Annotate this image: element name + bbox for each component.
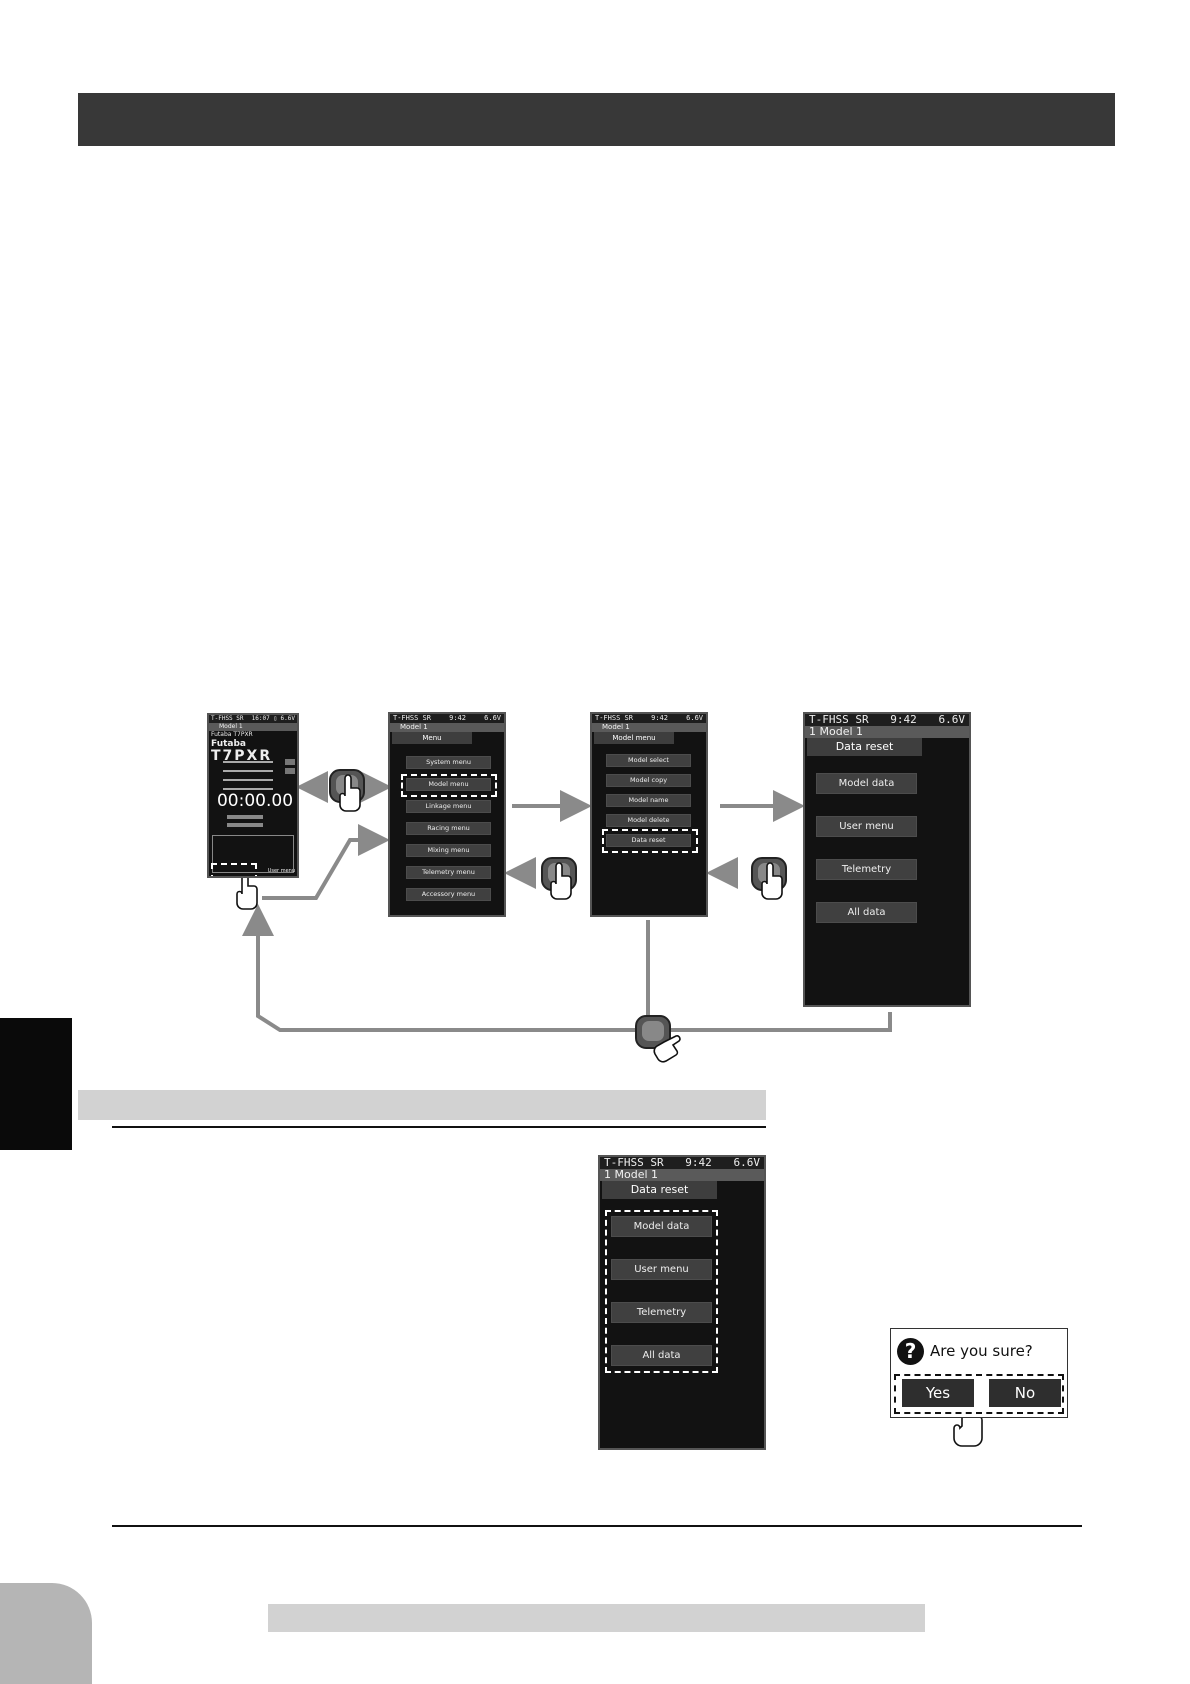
footer-bar xyxy=(268,1604,925,1632)
status-bar: T-FHSS SR 9:42 6.6V xyxy=(600,1157,764,1169)
telemetry-menu-button[interactable]: Telemetry menu xyxy=(406,866,491,879)
system-label: T-FHSS SR xyxy=(595,714,633,722)
section-rule xyxy=(112,1126,766,1128)
selection-highlight xyxy=(605,1210,718,1373)
selection-highlight xyxy=(602,829,698,853)
model-copy-button[interactable]: Model copy xyxy=(606,774,691,787)
status-time: 9:42 xyxy=(890,713,917,726)
bottom-rule xyxy=(112,1525,1082,1527)
question-icon: ? xyxy=(897,1338,924,1365)
status-time: 9:42 xyxy=(685,1156,712,1169)
model-name-button[interactable]: Model name xyxy=(606,794,691,807)
telemetry-reset-button[interactable]: Telemetry xyxy=(611,1302,712,1323)
model-menu-tab: Model menu xyxy=(594,732,674,744)
telemetry-reset-button[interactable]: Telemetry xyxy=(816,859,917,880)
timer-display[interactable]: 00:00.00 xyxy=(216,791,294,811)
all-data-button[interactable]: All data xyxy=(611,1345,712,1366)
status-time-battery: 16:07 ▯ 6.6V xyxy=(251,715,295,722)
system-menu-button[interactable]: System menu xyxy=(406,756,491,769)
function-list xyxy=(212,835,294,873)
channel-indicator xyxy=(211,776,297,784)
linkage-menu-button[interactable]: Linkage menu xyxy=(406,800,491,813)
data-reset-screen-detail: T-FHSS SR 9:42 6.6V 1 Model 1 Data reset… xyxy=(598,1155,766,1450)
model-line: Model 1 xyxy=(209,723,297,731)
status-bar: T-FHSS SR 9:42 6.6V xyxy=(592,714,706,723)
data-reset-tab: Data reset xyxy=(807,738,922,756)
mixing-menu-button[interactable]: Mixing menu xyxy=(406,844,491,857)
title-bar xyxy=(78,93,1115,146)
user-menu-button[interactable]: User menu xyxy=(267,868,295,874)
battery-voltage: 6.6V xyxy=(484,714,501,722)
channel-indicator xyxy=(211,785,297,793)
selection-highlight xyxy=(401,774,497,797)
page-number-tab xyxy=(0,1583,92,1684)
side-tab xyxy=(0,1018,72,1150)
dialog-question: Are you sure? xyxy=(930,1342,1033,1360)
status-bar: T-FHSS SR 16:07 ▯ 6.6V xyxy=(209,715,297,723)
system-label: T-FHSS SR xyxy=(809,713,869,726)
model-line: 1 Model 1 xyxy=(600,1169,764,1181)
data-reset-tab: Data reset xyxy=(602,1181,717,1199)
all-data-button[interactable]: All data xyxy=(816,902,917,923)
selection-highlight xyxy=(894,1374,1064,1414)
model-data-button[interactable]: Model data xyxy=(611,1216,712,1237)
model-menu-screen: T-FHSS SR 9:42 6.6V Model 1 Model menu M… xyxy=(590,712,708,917)
model-line: 1 Model 1 xyxy=(805,726,969,738)
user-menu-reset-button[interactable]: User menu xyxy=(816,816,917,837)
channel-indicator xyxy=(211,758,297,766)
system-label: T-FHSS SR xyxy=(211,715,244,722)
battery-voltage: 6.6V xyxy=(686,714,703,722)
system-label: T-FHSS SR xyxy=(604,1156,664,1169)
touch-highlight xyxy=(211,863,257,876)
model-data-button[interactable]: Model data xyxy=(816,773,917,794)
status-time: 9:42 xyxy=(651,714,668,722)
model-line: Model 1 xyxy=(390,723,504,732)
yes-button[interactable]: Yes xyxy=(902,1379,974,1407)
confirm-dialog: ? Are you sure? Yes No xyxy=(890,1328,1068,1418)
transmitter-model: T7PXR xyxy=(211,748,273,764)
data-reset-button[interactable]: Data reset xyxy=(606,834,691,847)
menu-tab: Menu xyxy=(392,732,472,744)
user-menu-reset-button[interactable]: User menu xyxy=(611,1259,712,1280)
battery-voltage: 6.6V xyxy=(733,1156,760,1169)
status-bar: T-FHSS SR 9:42 6.6V xyxy=(390,714,504,723)
home-screen: T-FHSS SR 16:07 ▯ 6.6V Model 1 Futaba T7… xyxy=(207,713,299,878)
model-line: Model 1 xyxy=(592,723,706,732)
menu-screen: T-FHSS SR 9:42 6.6V Model 1 Menu System … xyxy=(388,712,506,917)
system-label: T-FHSS SR xyxy=(393,714,431,722)
racing-menu-button[interactable]: Racing menu xyxy=(406,822,491,835)
model-menu-button[interactable]: Model menu xyxy=(406,778,491,791)
brand-logo: Futaba xyxy=(211,739,246,749)
data-reset-screen: T-FHSS SR 9:42 6.6V 1 Model 1 Data reset… xyxy=(803,712,971,1007)
battery-voltage: 6.6V xyxy=(938,713,965,726)
channel-indicator xyxy=(211,767,297,775)
status-time: 9:42 xyxy=(449,714,466,722)
section-heading-bar xyxy=(78,1090,766,1120)
accessory-menu-button[interactable]: Accessory menu xyxy=(406,888,491,901)
transmitter-label: Futaba T7PXR xyxy=(211,731,253,738)
no-button[interactable]: No xyxy=(989,1379,1061,1407)
model-delete-button[interactable]: Model delete xyxy=(606,814,691,827)
status-bar: T-FHSS SR 9:42 6.6V xyxy=(805,714,969,726)
model-select-button[interactable]: Model select xyxy=(606,754,691,767)
